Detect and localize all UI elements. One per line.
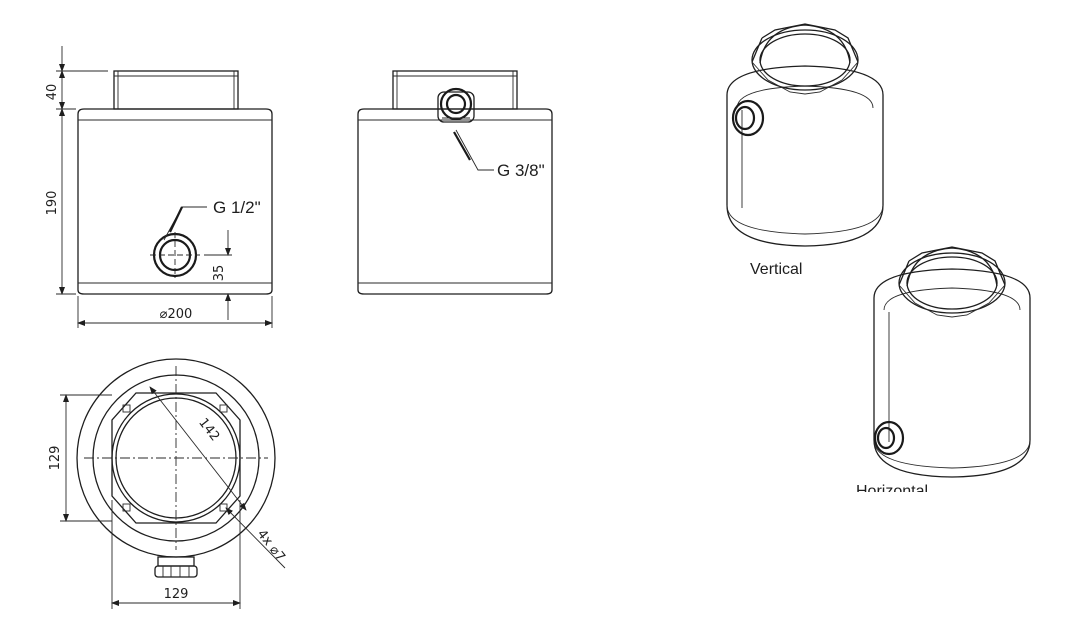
front-dim-diameter: ⌀200 — [160, 307, 193, 322]
top-dim-bottom: 129 — [164, 587, 189, 602]
isometric-horizontal: Horizontal — [856, 246, 1031, 500]
iso-vertical-neck — [751, 29, 859, 91]
top-outlet — [154, 556, 198, 578]
side-view: G 3/8" — [357, 70, 553, 295]
front-neck — [113, 70, 239, 110]
iso-horizontal-neck — [898, 252, 1006, 314]
top-dim-diagonal: 142 — [195, 415, 222, 444]
front-thread-label: G 1/2" — [213, 198, 261, 217]
bolt-hole — [219, 503, 228, 512]
iso-horizontal-body — [873, 268, 1031, 478]
front-body — [77, 108, 273, 295]
front-view: G 1/2" 40 190 35 ⌀200 — [45, 46, 273, 328]
front-dim-body: 190 — [45, 191, 60, 216]
top-dim-left: 129 — [48, 446, 63, 471]
side-outlet — [437, 87, 475, 123]
side-body — [357, 108, 553, 295]
side-thread-label: G 3/8" — [497, 161, 545, 180]
caption-crop-mask — [840, 492, 980, 512]
bolt-hole — [122, 503, 131, 512]
vertical-caption: Vertical — [750, 261, 802, 278]
front-dim-top: 40 — [45, 84, 60, 101]
iso-vertical-body — [726, 65, 884, 247]
front-dim-outlet: 35 — [212, 265, 227, 282]
side-thread-leader — [455, 129, 494, 171]
bolt-hole — [122, 404, 131, 413]
top-view: 142 4x ⌀7 129 129 — [48, 358, 288, 609]
top-dim-holes: 4x ⌀7 — [254, 527, 288, 565]
iso-vertical-outlet — [731, 99, 765, 137]
isometric-vertical: Vertical — [726, 23, 884, 278]
iso-horizontal-outlet — [873, 420, 905, 456]
bolt-hole — [219, 404, 228, 413]
